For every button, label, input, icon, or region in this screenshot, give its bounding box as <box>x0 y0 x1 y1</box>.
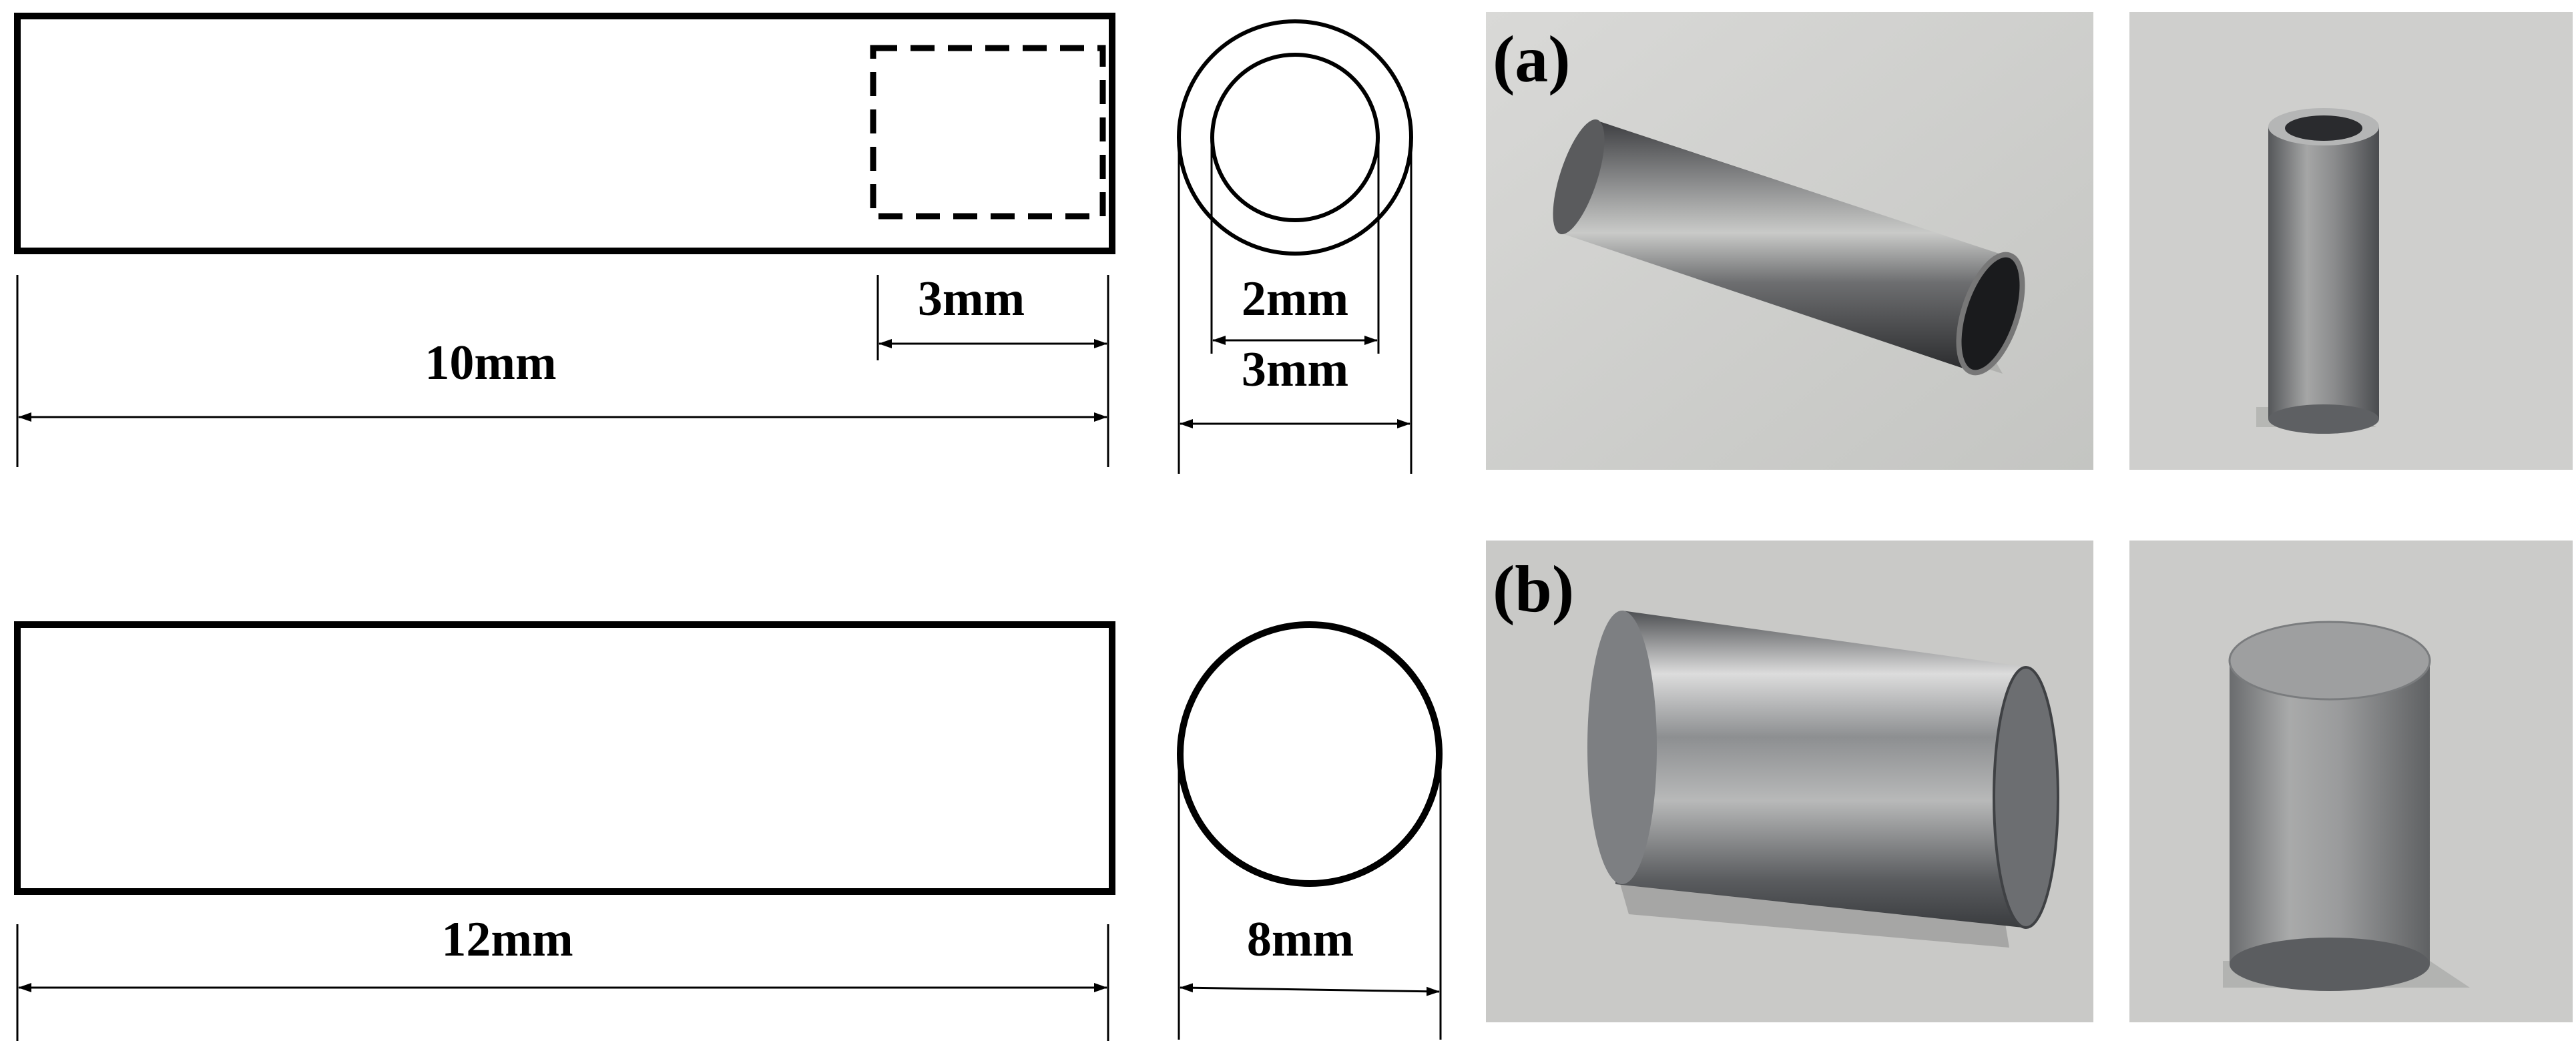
tube-end-view <box>1177 19 1413 256</box>
photo-a-tube-standing <box>2129 12 2573 470</box>
rod-side-view <box>14 621 1115 895</box>
rod-length-dimension: 12mm <box>16 912 1109 1041</box>
rod-length-label: 12mm <box>441 912 573 967</box>
photo-b-rod-standing <box>2129 541 2573 1022</box>
inner-diameter-label: 2mm <box>1242 272 1348 326</box>
panel-label-b: (b) <box>1493 552 1574 626</box>
tube-diameter-dimensions: 2mm 3mm <box>1178 143 1412 474</box>
rod-diameter-dimension: 8mm <box>1178 767 1442 1040</box>
tube-length-label: 10mm <box>425 336 556 390</box>
outer-diameter-label: 3mm <box>1242 342 1348 397</box>
photo-b-rod-lying: (b) <box>1486 541 2093 1022</box>
rod-end-view <box>1177 621 1443 887</box>
tube-side-view <box>14 13 1115 254</box>
insert-depth-dimension: 3mm <box>876 272 1107 360</box>
insert-depth-label: 3mm <box>918 272 1025 326</box>
tube-length-dimension: 10mm <box>16 275 1109 467</box>
photo-a-tube-lying: (a) <box>1486 12 2093 470</box>
rod-diameter-label: 8mm <box>1247 912 1354 967</box>
panel-label-a: (a) <box>1493 22 1571 96</box>
